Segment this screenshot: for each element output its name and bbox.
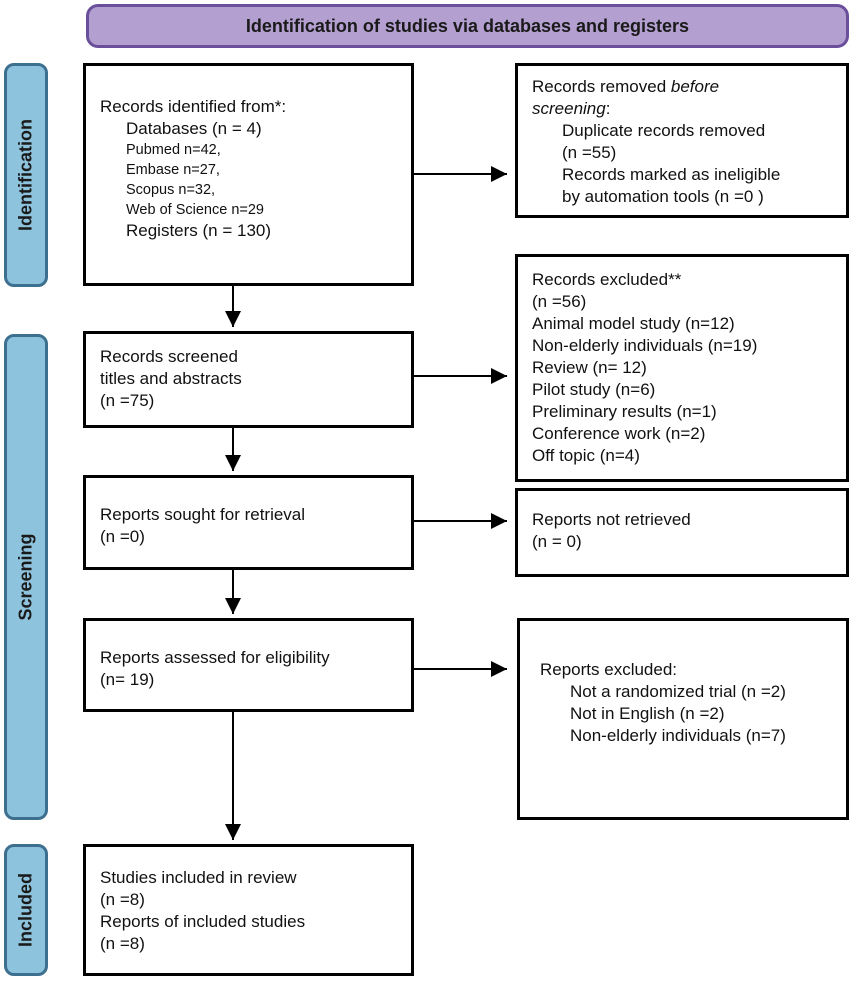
- reports-excluded-heading: Reports excluded:: [540, 660, 678, 679]
- screened-line1: Records screened: [100, 347, 238, 366]
- excluded-reason: Non-elderly individuals (n=19): [532, 336, 758, 355]
- reports-excluded-reason: Not in English (n =2): [570, 704, 725, 723]
- excluded-reason: Off topic (n=4): [532, 446, 640, 465]
- screened-count: (n =75): [100, 391, 155, 410]
- records-removed-box: Records removed before screening: Duplic…: [515, 63, 849, 218]
- reports-excluded-reason: Not a randomized trial (n =2): [570, 682, 786, 701]
- sought-count: (n =0): [100, 527, 145, 546]
- identified-web-of-science: Web of Science n=29: [126, 202, 264, 218]
- not-retrieved-label: Reports not retrieved: [532, 510, 691, 529]
- sought-label: Reports sought for retrieval: [100, 505, 306, 524]
- identified-heading: Records identified from*:: [100, 97, 287, 116]
- included-studies: Studies included in review: [100, 868, 297, 887]
- excluded-count: (n =56): [532, 292, 587, 311]
- excluded-reason: Preliminary results (n=1): [532, 402, 717, 421]
- assessed-label: Reports assessed for eligibility: [100, 648, 330, 667]
- reports-assessed-box: Reports assessed for eligibility (n= 19): [83, 618, 414, 712]
- excluded-heading: Records excluded**: [532, 270, 682, 289]
- identified-embase: Embase n=27,: [126, 162, 220, 178]
- not-retrieved-count: (n = 0): [532, 532, 582, 551]
- phase-screening: Screening: [4, 334, 48, 820]
- phase-included-label: Included: [15, 872, 36, 948]
- excluded-reason: Pilot study (n=6): [532, 380, 656, 399]
- screened-line2: titles and abstracts: [100, 369, 242, 388]
- removed-heading-emphasis-before: before: [670, 77, 720, 96]
- removed-heading-colon: :: [605, 99, 611, 118]
- removed-duplicates: Duplicate records removed: [562, 121, 766, 140]
- phase-identification: Identification: [4, 63, 48, 287]
- excluded-reason: Conference work (n=2): [532, 424, 706, 443]
- included-reports: Reports of included studies: [100, 912, 306, 931]
- removed-heading-line1: Records removed before: [532, 76, 836, 98]
- records-screened-box: Records screened titles and abstracts (n…: [83, 331, 414, 428]
- removed-automation: by automation tools (n =0 ): [562, 187, 764, 206]
- header-title: Identification of studies via databases …: [245, 15, 690, 36]
- removed-heading-emphasis-screening: screening: [532, 99, 606, 118]
- removed-ineligible: Records marked as ineligible: [562, 165, 781, 184]
- records-excluded-box: Records excluded** (n =56) Animal model …: [515, 254, 849, 482]
- excluded-reason: Review (n= 12): [532, 358, 647, 377]
- studies-included-box: Studies included in review (n =8) Report…: [83, 844, 414, 976]
- phase-identification-label: Identification: [15, 119, 36, 231]
- reports-not-retrieved-box: Reports not retrieved (n = 0): [515, 488, 849, 577]
- removed-duplicates-count: (n =55): [562, 143, 617, 162]
- header-banner: Identification of studies via databases …: [86, 4, 849, 48]
- reports-excluded-reason: Non-elderly individuals (n=7): [570, 726, 786, 745]
- included-studies-count: (n =8): [100, 890, 145, 909]
- reports-sought-box: Reports sought for retrieval (n =0): [83, 475, 414, 570]
- identified-scopus: Scopus n=32,: [126, 182, 216, 198]
- identified-databases: Databases (n = 4): [126, 119, 262, 138]
- phase-included: Included: [4, 844, 48, 976]
- phase-screening-label: Screening: [15, 533, 36, 621]
- identified-pubmed: Pubmed n=42,: [126, 142, 221, 158]
- records-identified-box: Records identified from*: Databases (n =…: [83, 63, 414, 286]
- removed-heading-text: Records removed: [532, 77, 671, 96]
- excluded-reason: Animal model study (n=12): [532, 314, 735, 333]
- removed-heading-line2: screening:: [532, 98, 836, 120]
- assessed-count: (n= 19): [100, 670, 155, 689]
- identified-registers: Registers (n = 130): [126, 221, 272, 240]
- included-reports-count: (n =8): [100, 934, 145, 953]
- reports-excluded-box: Reports excluded: Not a randomized trial…: [517, 618, 849, 820]
